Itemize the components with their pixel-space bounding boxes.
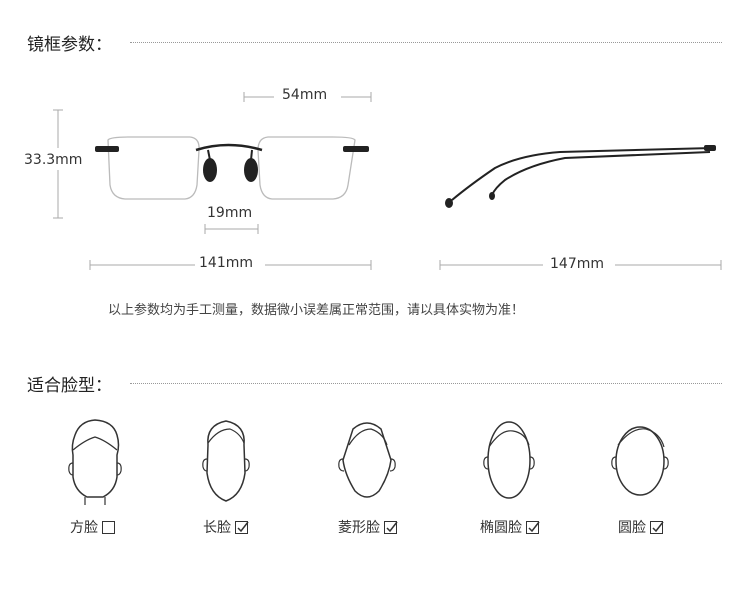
face-shapes-row <box>68 419 669 505</box>
lens-height-label: 33.3mm <box>24 152 83 168</box>
oval-face-icon <box>483 421 535 499</box>
frame-params-title: 镜框参数： <box>27 35 112 55</box>
face-option-long[interactable]: 长脸 <box>203 517 249 537</box>
face-label-text: 圆脸 <box>618 520 646 536</box>
face-label-text: 方脸 <box>70 520 98 536</box>
face-option-round[interactable]: 圆脸 <box>618 517 664 537</box>
diamond-face-icon <box>338 422 396 498</box>
checkbox-checked-icon[interactable] <box>384 520 398 534</box>
square-face-icon <box>68 419 122 505</box>
face-option-square[interactable]: 方脸 <box>70 517 115 537</box>
glasses-front-view <box>53 92 722 270</box>
long-face-icon <box>202 420 250 502</box>
face-option-oval[interactable]: 椭圆脸 <box>480 517 540 537</box>
checkbox-checked-icon[interactable] <box>650 520 664 534</box>
face-option-diamond[interactable]: 菱形脸 <box>338 517 398 537</box>
checkbox-checked-icon[interactable] <box>235 520 249 534</box>
lens-width-label: 54mm <box>282 87 328 103</box>
checkbox-unchecked-icon[interactable] <box>102 520 115 534</box>
checkbox-checked-icon[interactable] <box>526 520 540 534</box>
face-label-text: 椭圆脸 <box>480 520 522 536</box>
frame-width-label: 141mm <box>199 255 253 271</box>
face-label-text: 长脸 <box>203 520 231 536</box>
bridge-label: 19mm <box>207 205 253 221</box>
face-label-text: 菱形脸 <box>338 520 380 536</box>
measurement-note: 以上参数均为手工测量，数据微小误差属正常范围，请以具体实物为准！ <box>108 303 525 318</box>
face-title-divider <box>130 383 722 384</box>
round-face-icon <box>611 426 669 496</box>
face-shapes-title: 适合脸型： <box>27 376 112 396</box>
title-divider <box>130 42 722 43</box>
temple-length-label: 147mm <box>550 256 604 272</box>
